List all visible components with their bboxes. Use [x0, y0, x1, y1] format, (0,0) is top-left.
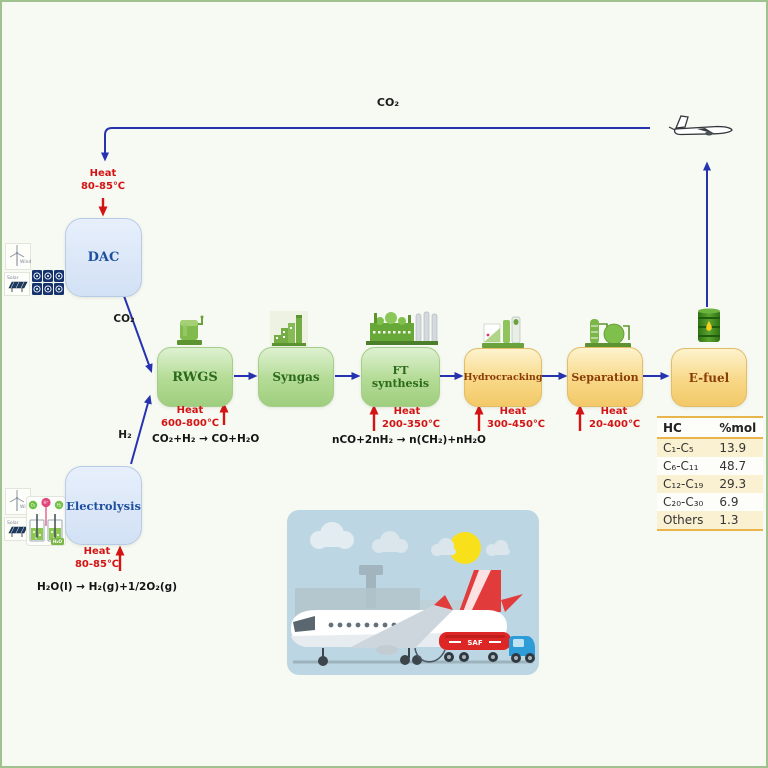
hydrocracking-unit-icon [482, 316, 524, 348]
table-header-mol: %mol [719, 421, 757, 435]
ft-plant-icon [366, 311, 438, 345]
separation-heat-label: Heat 20-400℃ [589, 406, 641, 430]
truck-saf-label: SAF [467, 639, 482, 647]
cloud-icon [372, 531, 408, 553]
electrolysis-heat-label: Heat 80-85℃ [74, 546, 120, 570]
process-box-efuel: E-fuel [671, 348, 747, 407]
solar-panel-icon: Solar [4, 272, 30, 296]
svg-text:H⁺: H⁺ [43, 500, 48, 505]
cloud-icon [431, 538, 510, 556]
svg-text:Solar: Solar [7, 275, 19, 281]
ft-heat-label: Heat 200-350℃ [382, 406, 441, 430]
svg-text:Wind: Wind [20, 259, 31, 265]
co2-recycle-line [101, 127, 650, 162]
table-header-row: HC %mol [657, 418, 763, 439]
svg-text:Solar: Solar [7, 520, 19, 526]
table-row: C₁₂-C₁₉ 29.3 [657, 475, 763, 493]
dac-co2-output-label: CO₂ [113, 313, 135, 325]
svg-text:H₂O: H₂O [53, 539, 63, 545]
svg-text:O₂: O₂ [31, 503, 36, 508]
process-box-syngas: Syngas [258, 347, 334, 407]
syngas-factory-icon [270, 311, 308, 348]
process-box-hydrocracking: Hydrocracking [464, 348, 542, 407]
process-box-ft-synthesis: FT synthesis [361, 347, 440, 407]
process-box-separation: Separation [567, 347, 643, 407]
svg-text:H₂: H₂ [57, 503, 62, 508]
co2-recycle-label: CO₂ [376, 96, 400, 109]
rwgs-reactor-icon [177, 315, 204, 345]
electrolysis-box: Electrolysis [65, 466, 142, 545]
hydrocracking-heat-label: Heat 300-450℃ [487, 406, 546, 430]
efuel-barrel-icon [698, 308, 720, 342]
fuel-hose [414, 647, 446, 663]
table-header-hc: HC [663, 421, 682, 435]
airport-refueling-illustration: SAF [287, 510, 539, 675]
dac-heat-label: Heat 80-85℃ [80, 168, 126, 192]
sun-icon [449, 532, 481, 564]
svg-text:Wind: Wind [20, 504, 31, 510]
dac-box: DAC [65, 218, 142, 297]
saf-fuel-truck: SAF [439, 632, 535, 663]
product-distribution-table: HC %mol C₁-C₅ 13.9 C₆-C₁₁ 48.7 C₁₂-C₁₉ 2… [657, 416, 763, 531]
table-row: C₂₀-C₃₀ 6.9 [663, 495, 739, 509]
electrolysis-equation: H₂O(l) → H₂(g)+1/2O₂(g) [37, 581, 178, 593]
wind-turbine-icon: Wind [5, 243, 31, 270]
table-row: C₆-C₁₁ 48.7 [663, 459, 747, 473]
aircraft-icon [668, 115, 733, 136]
cloud-icon [310, 522, 354, 549]
separation-column-icon [585, 319, 631, 348]
table-row: C₁-C₅ 13.9 [657, 439, 763, 457]
rwgs-equation: CO₂+H₂ → CO+H₂O [152, 433, 260, 445]
ft-equation: nCO+2nH₂ → n(CH₂)+nH₂O [332, 434, 486, 446]
electrolysis-cell-icon: O₂ H⁺ H₂ H₂O [26, 496, 66, 546]
dac-to-rwgs-line [123, 295, 153, 373]
table-row: Others 1.3 [657, 511, 763, 529]
dac-fan-array-icon [31, 269, 65, 297]
h2-output-label: H₂ [118, 429, 132, 441]
rwgs-heat-label: Heat 600-800℃ [160, 405, 219, 429]
process-box-rwgs: RWGS [157, 347, 233, 407]
